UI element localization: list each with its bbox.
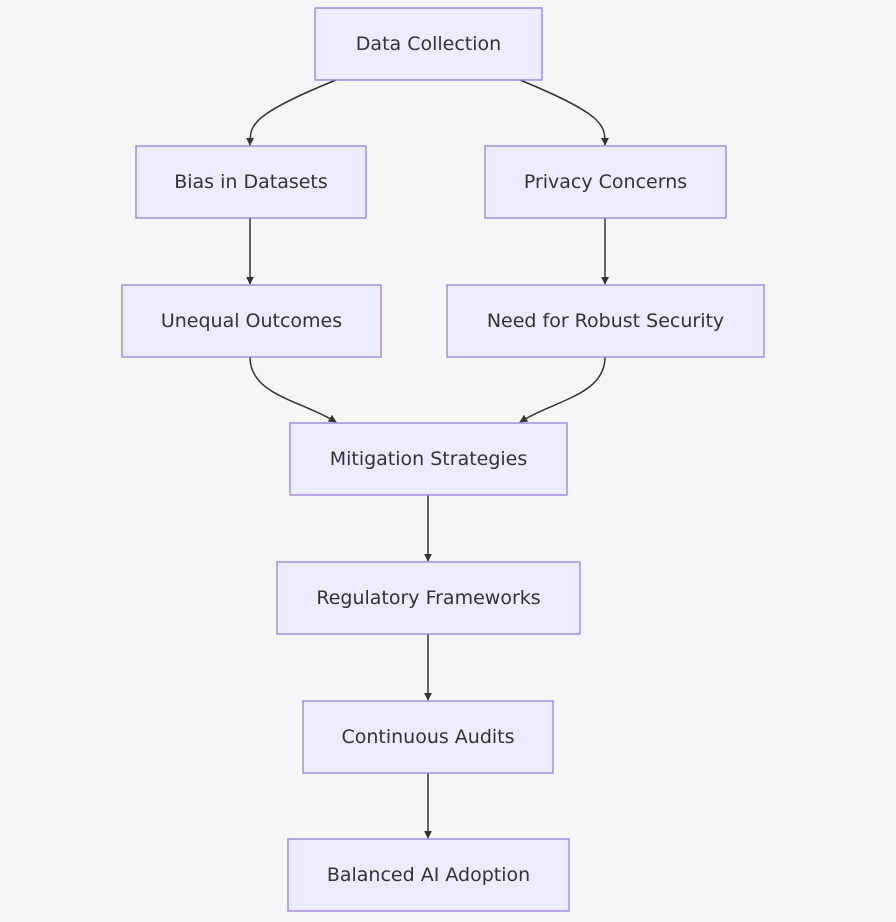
node-unequal-outcomes[interactable]: Unequal Outcomes <box>121 284 382 358</box>
node-data-collection[interactable]: Data Collection <box>314 7 543 81</box>
edge-data-collection-to-privacy <box>519 79 609 146</box>
edge-data-collection-to-bias <box>246 79 337 146</box>
node-label: Unequal Outcomes <box>161 310 342 332</box>
node-regulatory-frameworks[interactable]: Regulatory Frameworks <box>276 561 581 635</box>
node-bias-in-datasets[interactable]: Bias in Datasets <box>135 145 367 219</box>
node-label: Bias in Datasets <box>174 171 328 193</box>
node-need-for-robust-security[interactable]: Need for Robust Security <box>446 284 765 358</box>
node-label: Data Collection <box>356 33 501 55</box>
nodes: Data Collection Bias in Datasets Privacy… <box>121 7 765 912</box>
node-label: Balanced AI Adoption <box>327 864 530 886</box>
node-mitigation-strategies[interactable]: Mitigation Strategies <box>289 422 568 496</box>
edges <box>246 79 609 839</box>
node-label: Regulatory Frameworks <box>316 587 540 609</box>
node-label: Need for Robust Security <box>487 310 724 332</box>
node-label: Mitigation Strategies <box>330 448 528 470</box>
edge-robust-security-to-mitigation <box>519 356 606 423</box>
node-label: Privacy Concerns <box>524 171 687 193</box>
node-continuous-audits[interactable]: Continuous Audits <box>302 700 554 774</box>
node-privacy-concerns[interactable]: Privacy Concerns <box>484 145 727 219</box>
node-balanced-ai-adoption[interactable]: Balanced AI Adoption <box>287 838 570 912</box>
edge-unequal-outcomes-to-mitigation <box>249 356 337 423</box>
node-label: Continuous Audits <box>341 726 514 748</box>
